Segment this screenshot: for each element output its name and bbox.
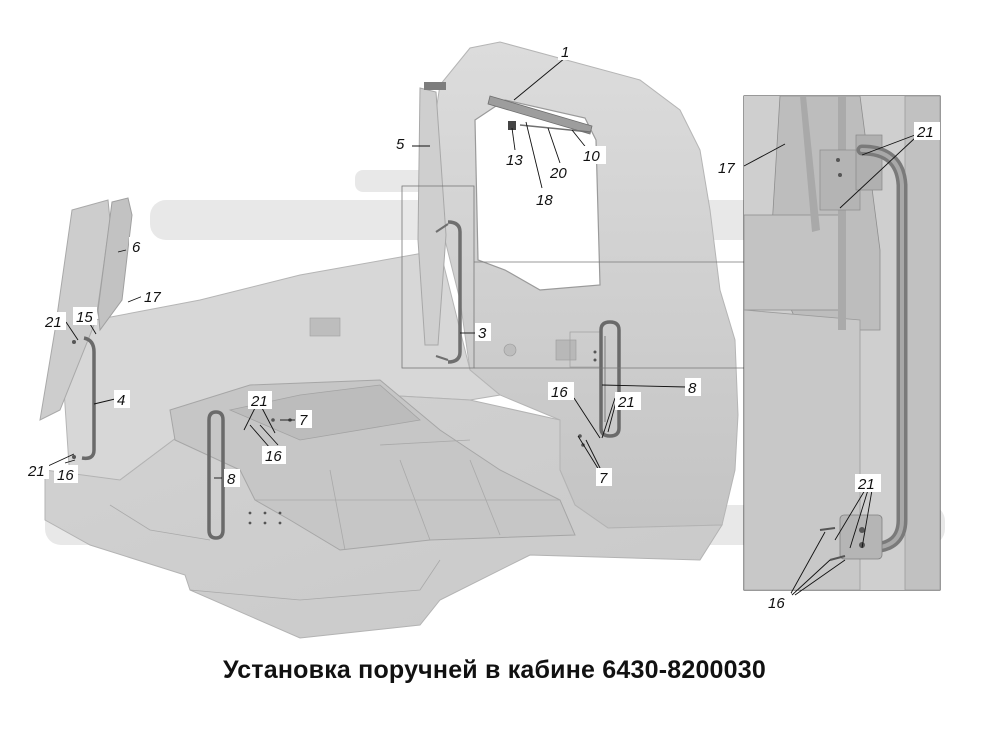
callout-4: 4 xyxy=(117,392,125,409)
callout-8-tunnel: 8 xyxy=(227,471,236,488)
callout-21-inset-top: 21 xyxy=(916,124,934,141)
callout-18: 18 xyxy=(536,192,553,209)
inset-detail-view xyxy=(743,95,941,591)
callout-6: 6 xyxy=(132,239,141,256)
callout-labels: 1 5 13 18 20 10 6 17 21 15 4 21 16 3 21 … xyxy=(25,42,940,612)
diagram-caption: Установка поручней в кабине 6430-8200030 xyxy=(223,656,766,684)
callout-8-backwall: 8 xyxy=(688,380,697,397)
callout-21-backwall: 21 xyxy=(617,394,635,411)
detail-area-frame xyxy=(401,185,475,369)
callout-16-left: 16 xyxy=(57,467,74,484)
callout-13: 13 xyxy=(506,152,523,169)
callout-17-left: 17 xyxy=(144,289,161,306)
callout-17-inset: 17 xyxy=(718,160,735,177)
callout-7-tunnel: 7 xyxy=(299,412,308,429)
callout-16-backwall: 16 xyxy=(551,384,568,401)
callout-1: 1 xyxy=(561,44,569,61)
callout-3: 3 xyxy=(478,325,487,342)
cab-interior-illustration xyxy=(39,41,739,639)
callout-7-backwall: 7 xyxy=(599,470,608,487)
callout-21-tunnel: 21 xyxy=(250,393,268,410)
callout-5: 5 xyxy=(396,136,405,153)
callout-10: 10 xyxy=(583,148,600,165)
callout-15: 15 xyxy=(76,309,93,326)
callout-20: 20 xyxy=(549,165,567,182)
callout-16-inset: 16 xyxy=(768,595,785,612)
callout-21-left-top: 21 xyxy=(44,314,62,331)
callout-16-tunnel: 16 xyxy=(265,448,282,465)
callout-21-inset-bottom: 21 xyxy=(857,476,875,493)
callout-21-left-bottom: 21 xyxy=(27,463,45,480)
